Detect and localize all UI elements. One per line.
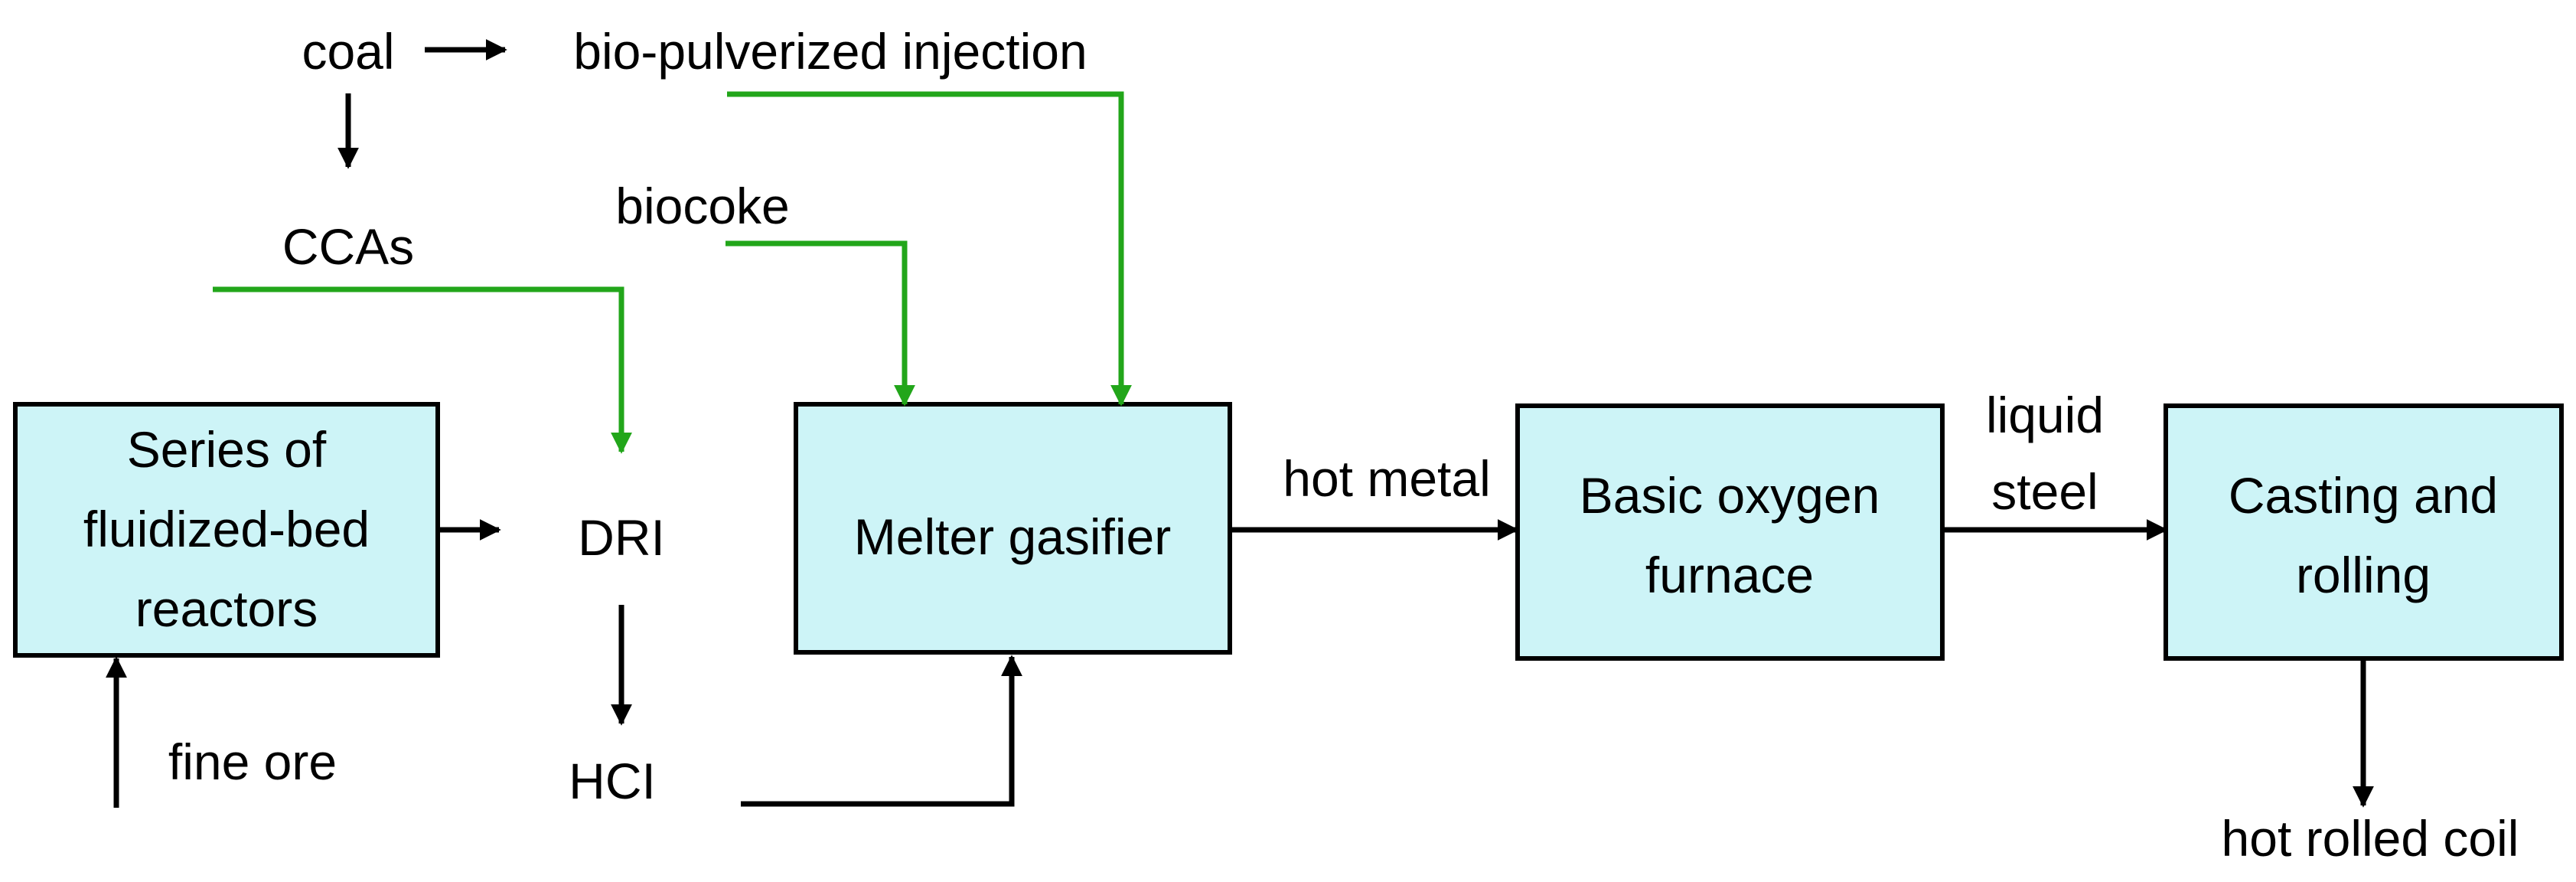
box-fluidized-bed-reactors: Series of fluidized-bed reactors: [13, 402, 440, 658]
bio-pulverized-injection-label: bio-pulverized injection: [573, 23, 1087, 80]
ccas-label: CCAs: [282, 218, 414, 275]
hot-rolled-coil-label: hot rolled coil: [2222, 810, 2519, 867]
arrow-biocoke-to-melter-gasifier: [726, 240, 915, 407]
dri-label: DRI: [578, 509, 665, 566]
box-melter-gasifier: Melter gasifier: [794, 402, 1232, 655]
liquid-steel-label-line2: steel: [1991, 463, 2098, 520]
liquid-steel-label-line1: liquid: [1986, 387, 2104, 443]
fine-ore-label: fine ore: [168, 733, 337, 790]
fluidized-bed-label-line2: fluidized-bed: [83, 501, 370, 557]
fluidized-bed-label-line1: Series of: [127, 421, 327, 478]
biocoke-label: biocoke: [615, 178, 790, 234]
arrow-ccas-to-dri: [213, 286, 632, 454]
box-basic-oxygen-furnace: Basic oxygen furnace: [1515, 403, 1945, 661]
melter-gasifier-label: Melter gasifier: [854, 508, 1171, 565]
arrow-bio-pulverized-to-melter-gasifier: [727, 91, 1132, 407]
bof-label-line1: Basic oxygen: [1580, 467, 1880, 524]
casting-label-line2: rolling: [2296, 547, 2431, 603]
box-casting-and-rolling: Casting and rolling: [2164, 403, 2564, 661]
casting-label-line1: Casting and: [2229, 467, 2498, 524]
hci-label: HCI: [569, 753, 656, 809]
coal-label: coal: [302, 23, 394, 80]
arrow-hci-to-melter-gasifier: [741, 655, 1022, 807]
hot-metal-label: hot metal: [1283, 450, 1490, 507]
bof-label-line2: furnace: [1645, 547, 1814, 603]
fluidized-bed-label-line3: reactors: [135, 580, 318, 637]
